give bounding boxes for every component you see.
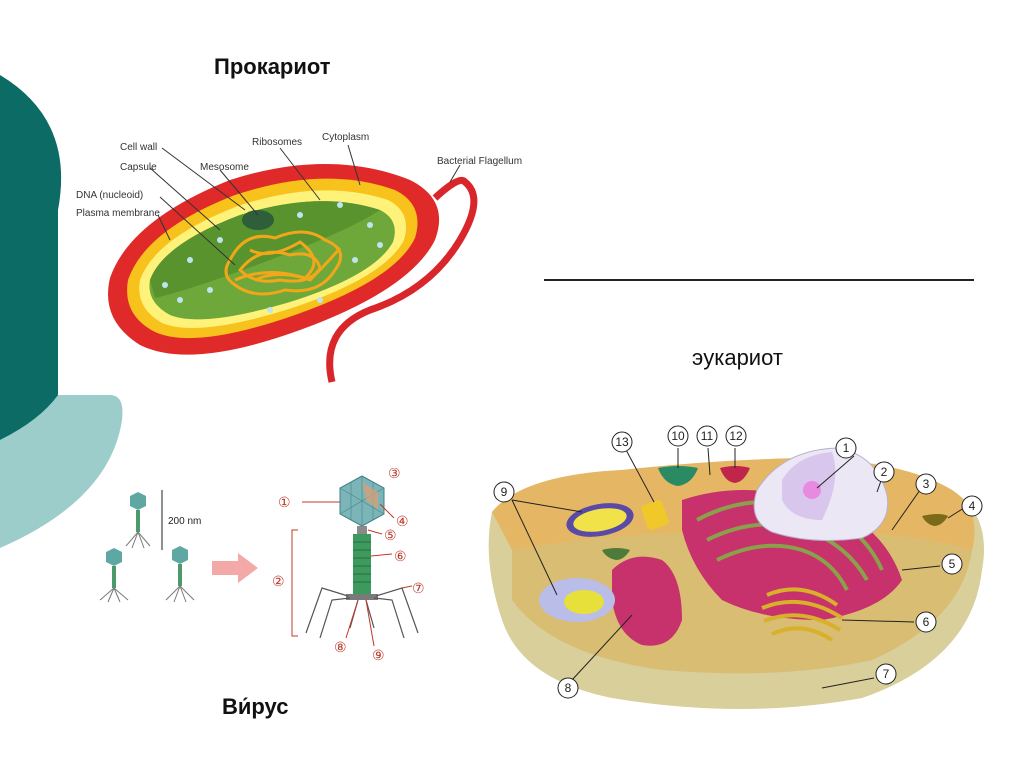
divider-line — [544, 279, 974, 281]
euk-label-2: 2 — [873, 461, 895, 483]
virus-label-5: ⑤ — [384, 527, 397, 543]
virus-label-1: ① — [278, 494, 291, 510]
prokaryote-title: Прокариот — [214, 54, 331, 79]
base-plate — [346, 594, 378, 600]
virus-label-2: ② — [272, 573, 285, 589]
label-ribosomes: Ribosomes — [252, 137, 302, 148]
virus-label-9: ⑨ — [372, 647, 385, 663]
virus-label-6: ⑥ — [394, 548, 407, 564]
mitochondrion-2 — [539, 578, 615, 622]
svg-text:8: 8 — [565, 681, 572, 695]
nucleoid-shape — [224, 230, 343, 296]
svg-text:4: 4 — [969, 499, 976, 513]
label-flagellum: Bacterial Flagellum — [437, 156, 522, 167]
golgi-apparatus — [761, 587, 844, 642]
euk-label-5: 5 — [941, 553, 963, 575]
svg-text:13: 13 — [615, 435, 629, 449]
label-cell-wall: Cell wall — [120, 142, 157, 153]
label-cytoplasm: Cytoplasm — [322, 132, 369, 143]
virus-label-7: ⑦ — [412, 580, 425, 596]
dark-teal-shape — [0, 75, 62, 440]
small-phage-1 — [125, 492, 151, 549]
svg-text:1: 1 — [843, 441, 850, 455]
virus-diagram-large: ① ② ③ ④ ⑤ ⑥ ⑦ ⑧ ⑨ — [272, 468, 425, 663]
nucleolus — [803, 481, 821, 499]
vesicle-10 — [658, 466, 698, 486]
virus-label-3: ③ — [388, 468, 401, 481]
vesicle-12 — [720, 466, 750, 483]
flagellum-shape — [326, 176, 478, 383]
scale-label: 200 nm — [168, 516, 201, 527]
euk-label-3: 3 — [915, 473, 937, 495]
virus-label-4: ④ — [396, 513, 409, 529]
svg-text:3: 3 — [923, 477, 930, 491]
label-dna: DNA (nucleoid) — [76, 190, 143, 201]
virus-title: Ви́рус — [222, 694, 289, 719]
svg-text:11: 11 — [701, 429, 714, 443]
euk-label-1: 1 — [835, 437, 857, 459]
svg-text:2: 2 — [881, 465, 888, 479]
virus-group-small: 200 nm — [99, 490, 201, 603]
mitochondrion-1 — [566, 503, 634, 537]
virus-label-8: ⑧ — [334, 639, 347, 655]
centrosome — [641, 500, 669, 530]
eukaryote-title: эукариот — [692, 345, 783, 370]
euk-label-12: 12 — [725, 425, 747, 447]
svg-text:6: 6 — [923, 615, 930, 629]
prokaryote-diagram: Cell wall Capsule DNA (nucleoid) Plasma … — [76, 132, 522, 383]
small-phage-2 — [99, 548, 129, 603]
phage-tail — [353, 534, 371, 594]
euk-label-11: 11 — [696, 425, 718, 447]
eukaryote-diagram: 1 2 3 4 5 6 7 8 9 10 11 12 13 — [488, 425, 984, 709]
svg-text:10: 10 — [671, 429, 685, 443]
svg-text:12: 12 — [729, 429, 743, 443]
euk-label-4: 4 — [961, 495, 983, 517]
vesicle-4 — [922, 514, 948, 526]
ribosome-dots — [162, 202, 383, 313]
label-mesosome: Mesosome — [200, 162, 249, 173]
euk-label-10: 10 — [667, 425, 689, 447]
svg-text:7: 7 — [883, 667, 890, 681]
svg-text:9: 9 — [501, 485, 508, 499]
euk-label-7: 7 — [875, 663, 897, 685]
euk-label-6: 6 — [915, 611, 937, 633]
mesosome-shape — [242, 210, 274, 230]
pink-arrow-icon — [212, 553, 258, 583]
light-teal-shape — [0, 395, 123, 548]
euk-label-8: 8 — [557, 677, 579, 699]
label-plasma-membrane: Plasma membrane — [76, 208, 160, 219]
euk-label-9: 9 — [493, 481, 515, 503]
svg-text:5: 5 — [949, 557, 956, 571]
euk-label-13: 13 — [611, 431, 633, 453]
small-phage-3 — [165, 546, 195, 603]
label-capsule: Capsule — [120, 162, 157, 173]
slide-decoration — [0, 75, 123, 548]
